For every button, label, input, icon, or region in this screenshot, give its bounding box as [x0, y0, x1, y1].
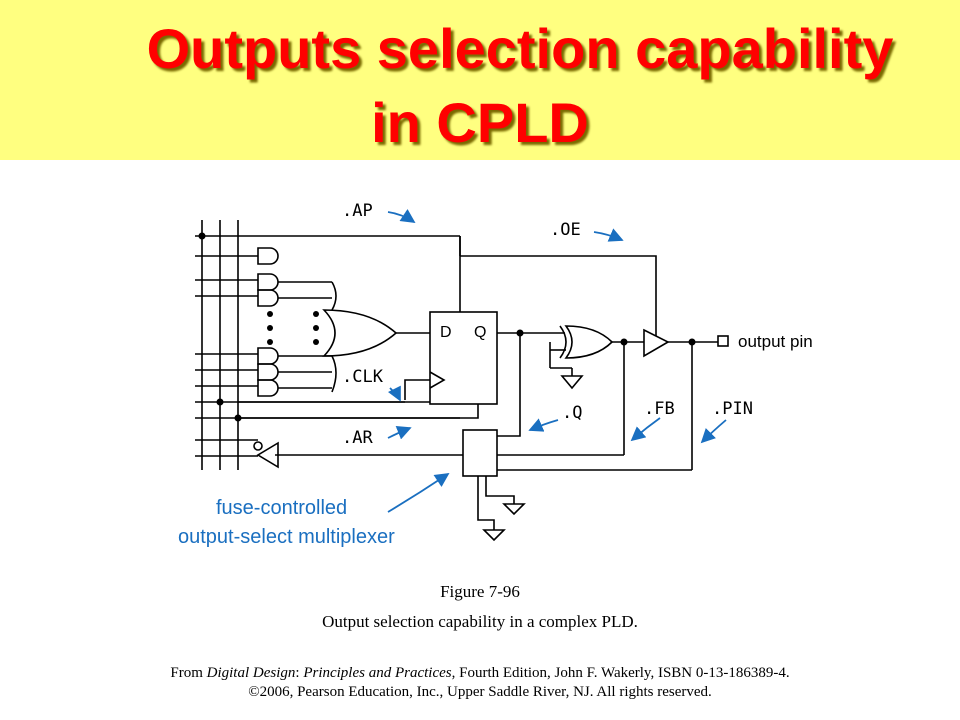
output-select-mux — [462, 429, 498, 477]
title-band — [0, 0, 960, 160]
and-gate — [257, 247, 279, 265]
figure-caption: Output selection capability in a complex… — [322, 612, 638, 631]
and-gate — [257, 363, 279, 381]
label-ar: .AR — [342, 428, 373, 448]
label-q: .Q — [562, 403, 582, 423]
label-ap: .AP — [342, 201, 373, 221]
annotation-line1: fuse-controlled — [216, 497, 347, 519]
credit-book: Digital Design — [206, 665, 296, 681]
and-gate — [257, 379, 279, 397]
credit-suffix: , Fourth Edition, John F. Wakerly, ISBN … — [451, 665, 790, 681]
output-pin-label: output pin — [738, 332, 813, 351]
credit-subtitle: Principles and Practices — [303, 665, 452, 681]
label-oe: .OE — [550, 220, 581, 240]
and-gate — [257, 347, 279, 365]
label-pin: .PIN — [712, 399, 753, 419]
figure-number: Figure 7-96 — [440, 582, 520, 601]
output-pin-box — [717, 335, 729, 347]
label-fb: .FB — [644, 399, 675, 419]
label-clk: .CLK — [342, 367, 384, 387]
ff-d-label: D — [440, 324, 452, 341]
credit-line2: ©2006, Pearson Education, Inc., Upper Sa… — [248, 684, 712, 700]
and-gate — [257, 289, 279, 307]
d-flip-flop — [429, 311, 498, 405]
feedback-buffer — [256, 441, 279, 469]
credit-prefix: From — [170, 665, 207, 681]
ff-q-label: Q — [474, 324, 486, 341]
credit-mid: : — [295, 665, 304, 681]
credit-line1: From Digital Design: Principles and Prac… — [0, 665, 960, 682]
slide-title-line2: in CPLD — [371, 91, 589, 154]
annotation-line2: output-select multiplexer — [178, 526, 395, 548]
slide-title-line1: Outputs selection capability — [146, 17, 894, 80]
or-gate — [322, 309, 398, 357]
xor-gate — [564, 325, 614, 359]
and-gate — [257, 273, 279, 291]
